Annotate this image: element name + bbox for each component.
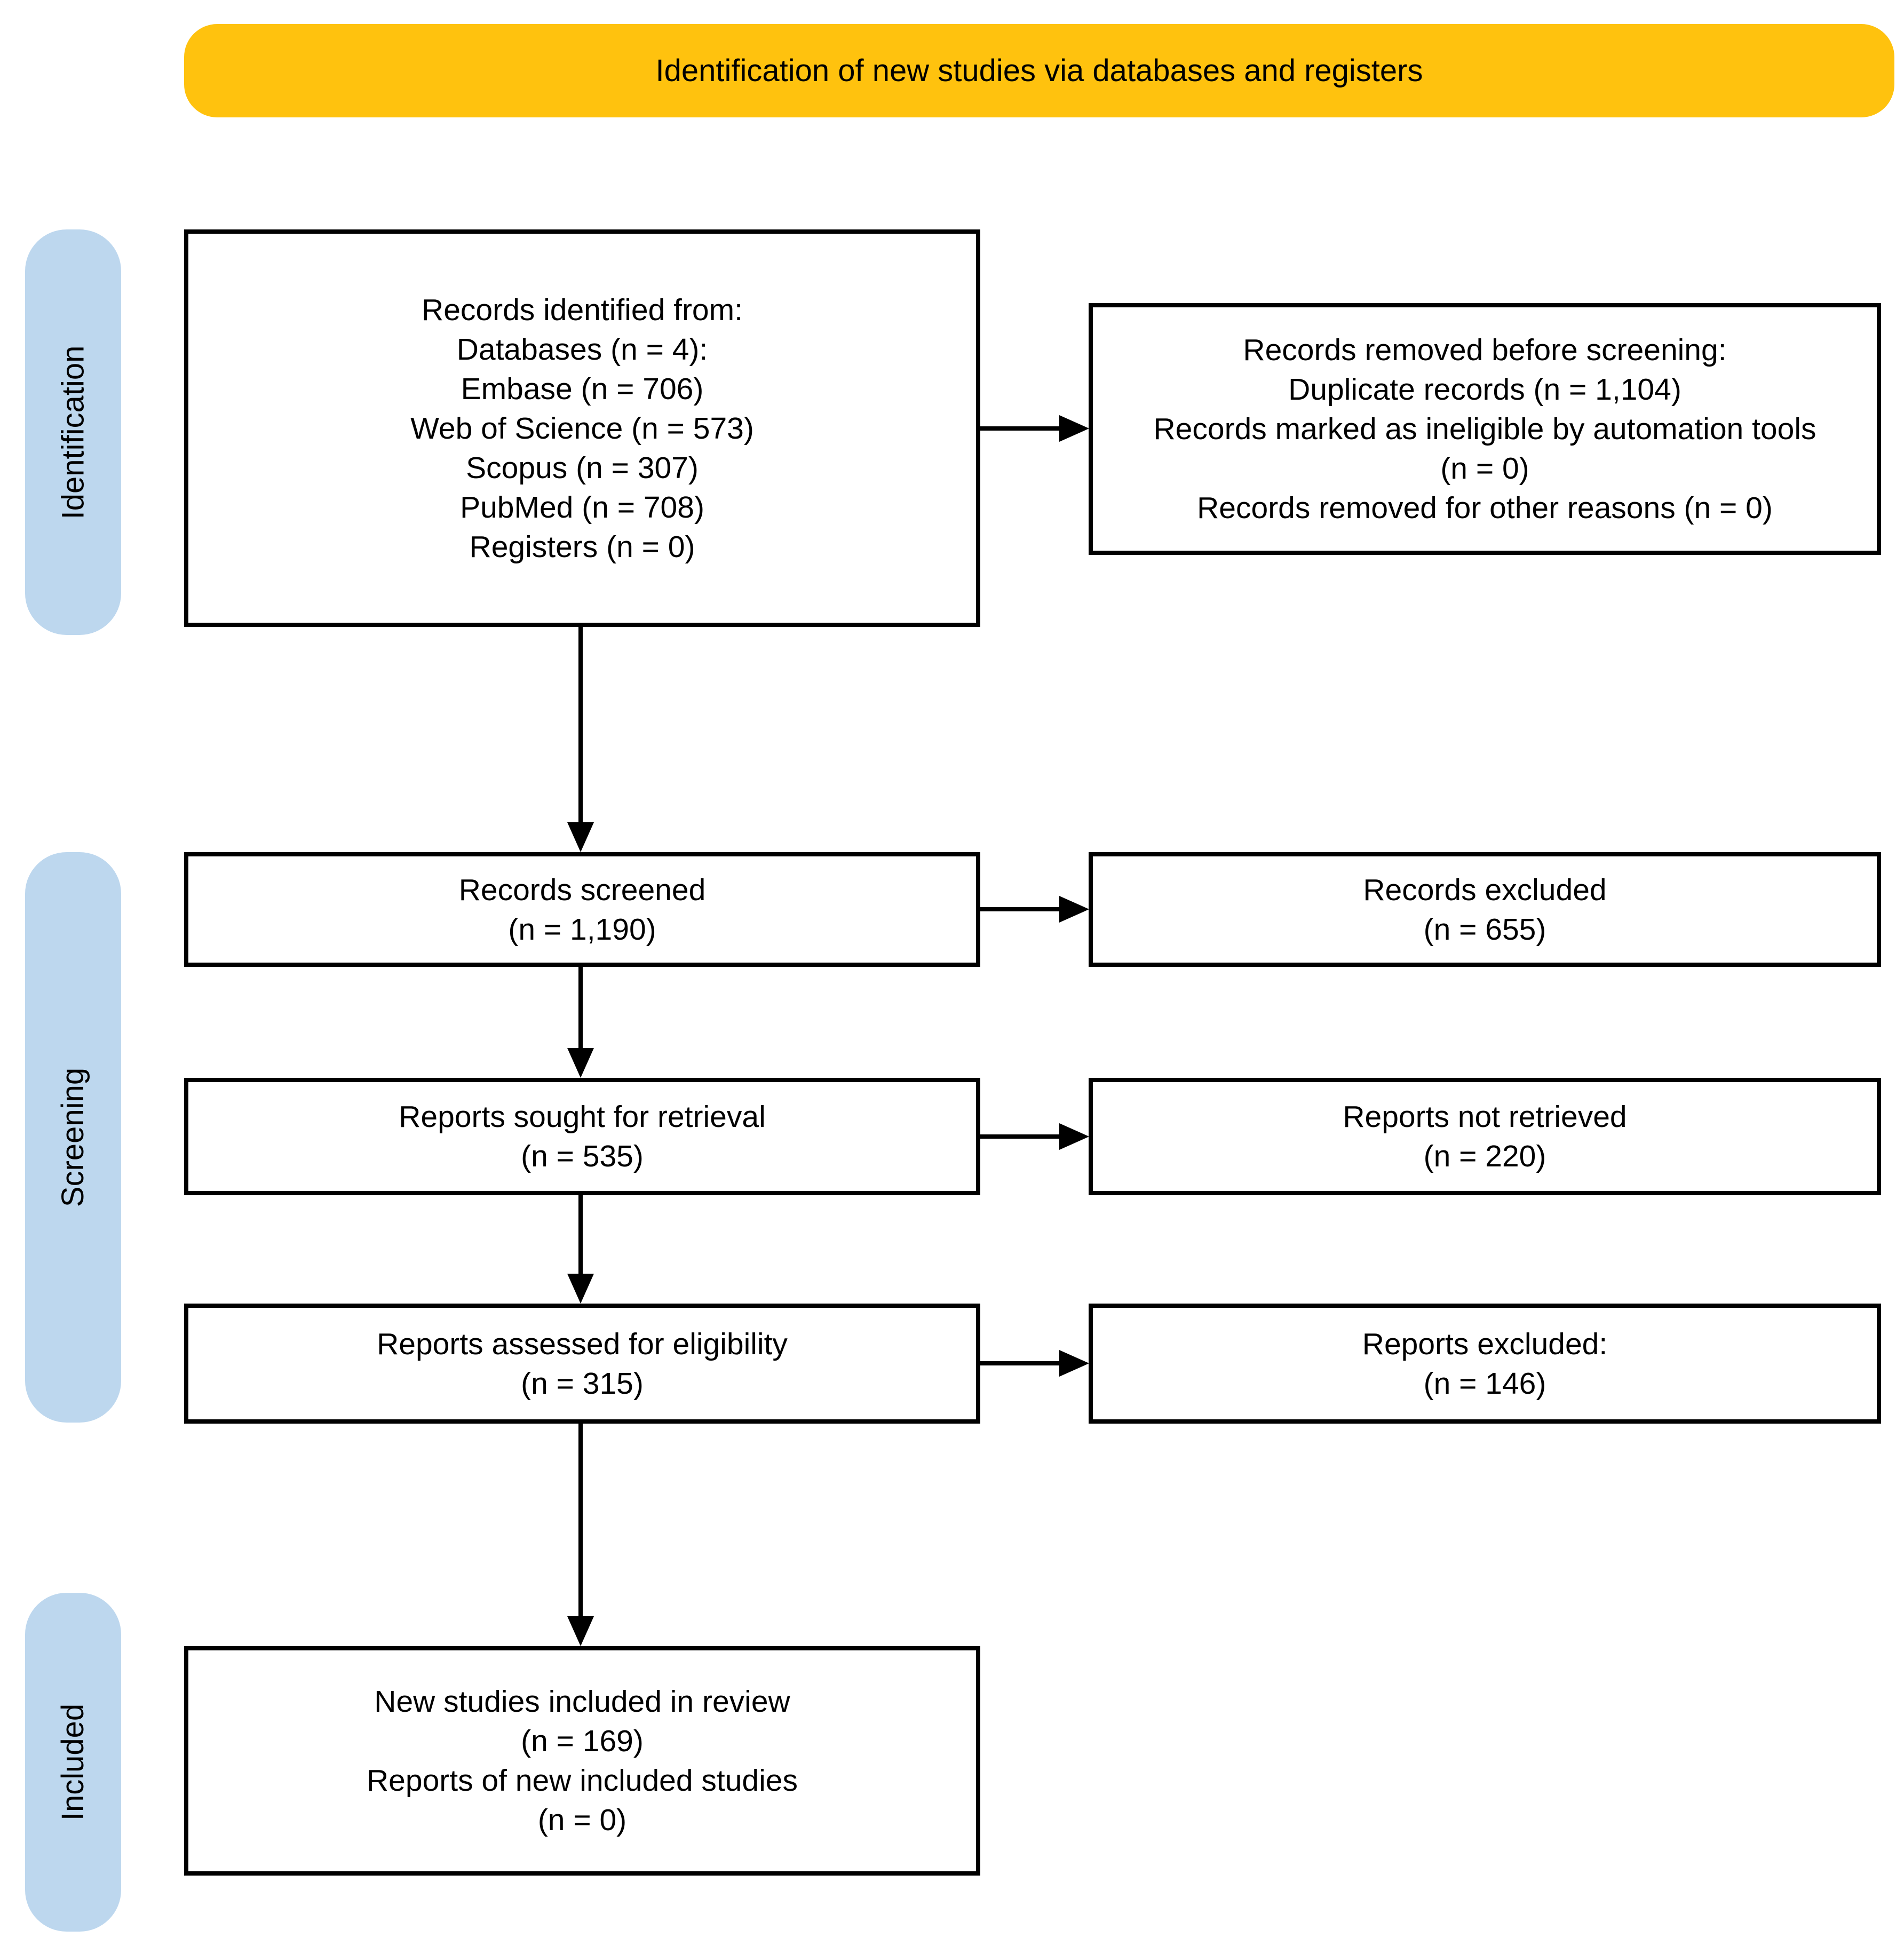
box-line: Registers (n = 0)	[469, 529, 695, 564]
box-line: (n = 220)	[1423, 1139, 1546, 1173]
arrow-right-head-icon	[1059, 415, 1089, 442]
box-reports-sought: Reports sought for retrieval (n = 535)	[184, 1078, 980, 1195]
stage-screening-label: Screening	[55, 1067, 91, 1208]
box-line: (n = 655)	[1423, 912, 1546, 947]
arrow-sought-to-not-retrieved	[980, 1134, 1059, 1139]
box-reports-not-retrieved: Reports not retrieved (n = 220)	[1089, 1078, 1881, 1195]
arrow-down-head-icon	[567, 1616, 594, 1646]
banner: Identification of new studies via databa…	[184, 24, 1894, 117]
arrow-screened-to-excluded	[980, 907, 1059, 911]
arrow-right-head-icon	[1059, 896, 1089, 923]
box-line: Records identified from:	[422, 292, 743, 327]
box-line: Reports excluded:	[1362, 1327, 1608, 1361]
box-line: Records removed before screening:	[1243, 333, 1727, 367]
box-line: Records marked as ineligible by automati…	[1153, 412, 1816, 486]
box-line: (n = 1,190)	[508, 912, 656, 947]
box-records-identified: Records identified from: Databases (n = …	[184, 229, 980, 627]
box-reports-assessed: Reports assessed for eligibility (n = 31…	[184, 1304, 980, 1424]
arrow-right-head-icon	[1059, 1350, 1089, 1377]
arrow-down-head-icon	[567, 1274, 594, 1304]
box-line: Records removed for other reasons (n = 0…	[1197, 491, 1773, 525]
box-line: (n = 169)	[521, 1724, 644, 1758]
box-line: Web of Science (n = 573)	[410, 411, 754, 446]
arrow-right-head-icon	[1059, 1123, 1089, 1150]
box-line: Duplicate records (n = 1,104)	[1288, 372, 1681, 407]
box-line: Reports sought for retrieval	[399, 1100, 766, 1134]
arrow-sought-to-assessed	[578, 1195, 583, 1274]
box-line: (n = 146)	[1423, 1366, 1546, 1401]
box-line: (n = 315)	[521, 1366, 644, 1401]
arrow-screened-to-sought	[578, 967, 583, 1048]
box-line: (n = 0)	[537, 1803, 627, 1837]
arrow-down-head-icon	[567, 1048, 594, 1078]
arrow-identified-to-screened	[578, 627, 583, 822]
box-new-studies-included: New studies included in review (n = 169)…	[184, 1646, 980, 1876]
box-line: Records excluded	[1363, 872, 1607, 907]
stage-identification-label: Identification	[55, 345, 91, 519]
box-line: Databases (n = 4):	[456, 332, 708, 367]
box-reports-excluded: Reports excluded: (n = 146)	[1089, 1304, 1881, 1424]
stage-included: Included	[25, 1593, 121, 1932]
banner-label: Identification of new studies via databa…	[655, 53, 1423, 88]
box-line: (n = 535)	[521, 1139, 644, 1173]
box-line: Reports of new included studies	[367, 1764, 798, 1798]
box-line: Reports not retrieved	[1343, 1100, 1627, 1134]
arrow-assessed-to-included	[578, 1424, 583, 1616]
box-line: Scopus (n = 307)	[466, 450, 699, 485]
box-records-screened: Records screened (n = 1,190)	[184, 852, 980, 967]
stage-identification: Identification	[25, 229, 121, 635]
box-line: New studies included in review	[374, 1685, 790, 1719]
box-line: PubMed (n = 708)	[460, 490, 704, 525]
stage-included-label: Included	[55, 1703, 91, 1821]
arrow-assessed-to-reports-excluded	[980, 1361, 1059, 1365]
box-line: Reports assessed for eligibility	[377, 1327, 788, 1361]
box-records-removed-before-screening: Records removed before screening: Duplic…	[1089, 303, 1881, 555]
box-line: Records screened	[458, 872, 706, 907]
arrow-down-head-icon	[567, 822, 594, 852]
box-line: Embase (n = 706)	[461, 371, 704, 406]
box-records-excluded: Records excluded (n = 655)	[1089, 852, 1881, 967]
stage-screening: Screening	[25, 852, 121, 1423]
arrow-identified-to-removed	[980, 426, 1059, 431]
